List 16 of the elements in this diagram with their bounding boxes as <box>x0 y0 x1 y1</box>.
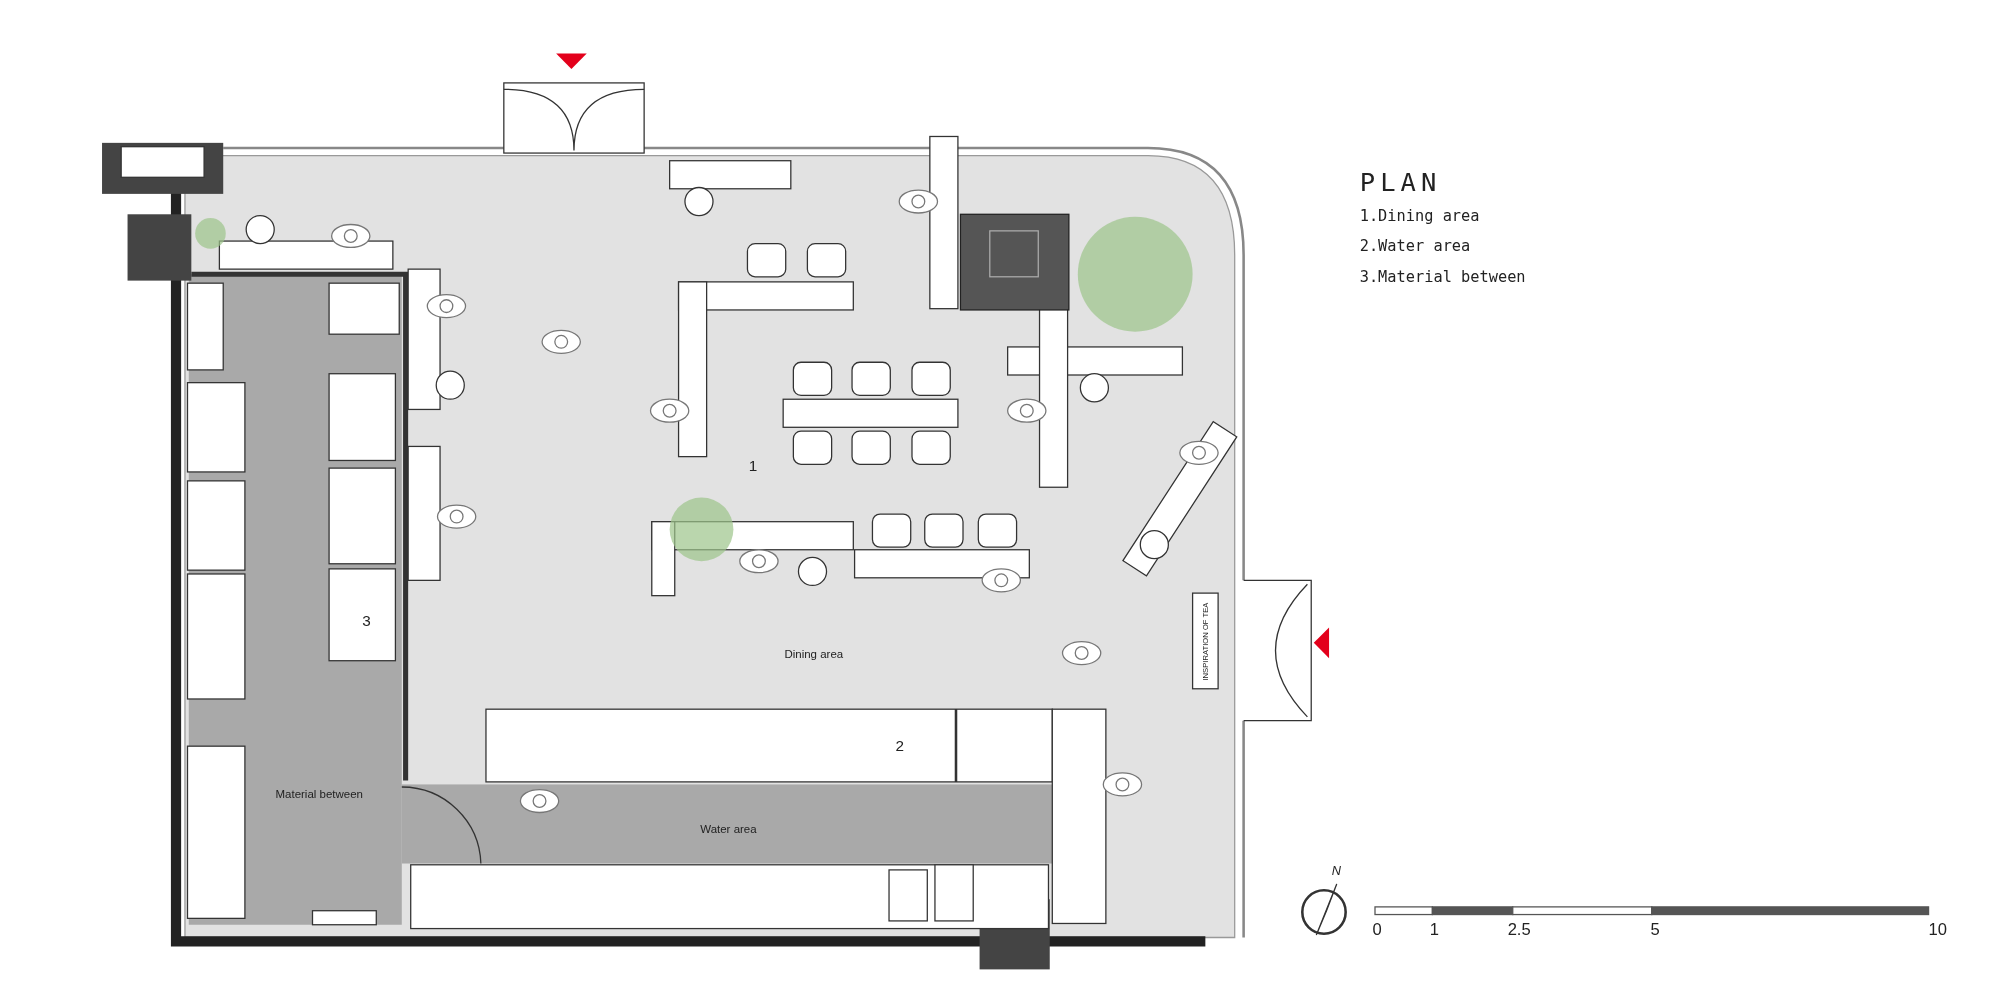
scale-number: 5 <box>1650 920 1660 938</box>
scale-number: 0 <box>1372 920 1382 938</box>
plan-title: PLAN <box>1359 169 1442 196</box>
room-name: Dining area <box>784 649 844 661</box>
room-number: 2 <box>895 738 904 754</box>
room-number: 1 <box>748 457 758 474</box>
legend-item: 1.Dining area <box>1359 207 1480 224</box>
room-number: 3 <box>362 613 371 629</box>
scale-number: 10 <box>1928 920 1948 938</box>
room-name: Water area <box>700 824 757 836</box>
room-name: Material between <box>275 789 363 801</box>
north-label: N <box>1331 864 1341 878</box>
legend-item: 3.Material between <box>1359 269 1526 285</box>
scale-number: 2.5 <box>1507 920 1531 938</box>
legend-item: 2.Water area <box>1359 238 1471 254</box>
scale-number: 1 <box>1429 920 1440 938</box>
